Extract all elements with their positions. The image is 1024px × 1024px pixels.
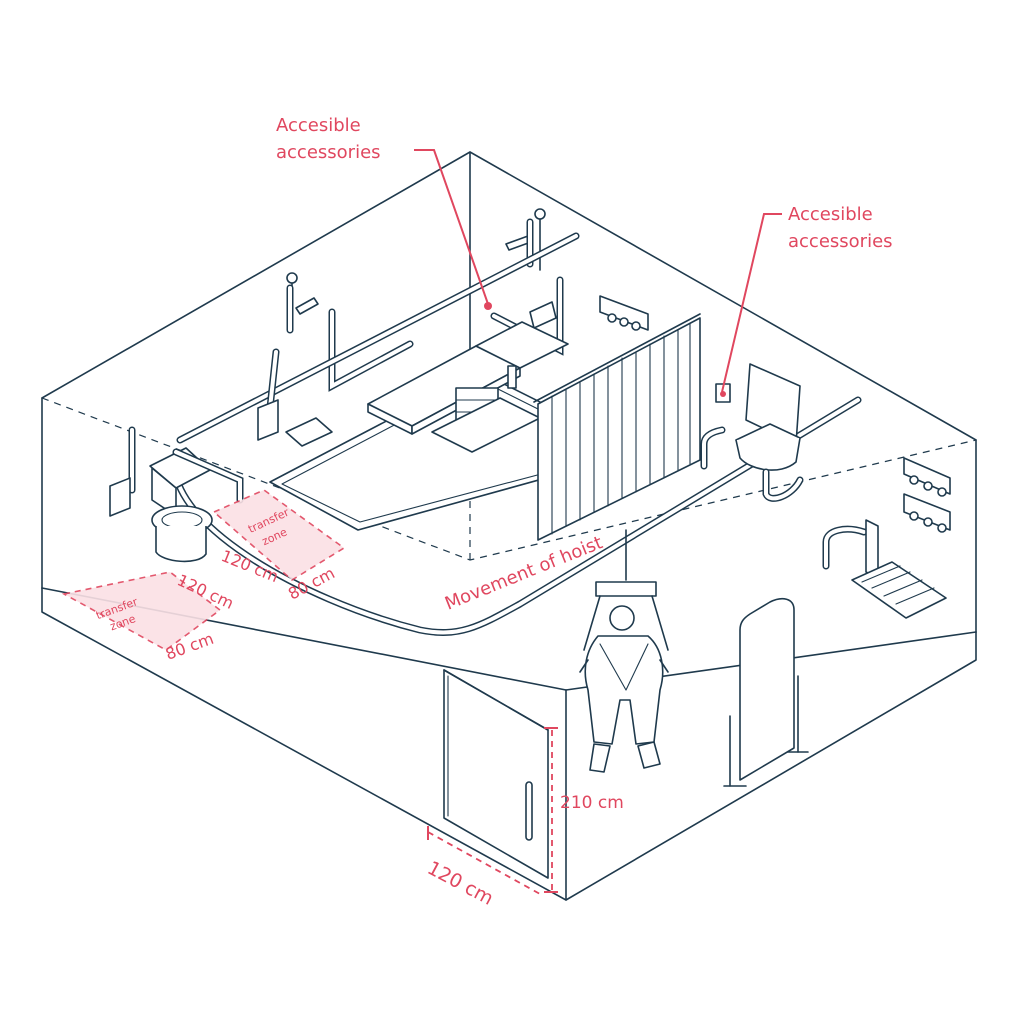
person-foot-right <box>637 741 661 769</box>
table-top-right <box>475 321 569 369</box>
accessories-2-line1: Accesible <box>788 204 873 225</box>
door-panel <box>443 669 549 879</box>
transfer-zone-left: transfer zone 120 cm 80 cm <box>61 570 237 664</box>
accessories-2-leader <box>721 213 782 393</box>
toilet <box>109 348 280 563</box>
shower-handset-left <box>295 297 319 315</box>
shower-head-right <box>534 208 546 220</box>
changing-table <box>367 321 569 453</box>
person-head <box>609 605 635 631</box>
accessories-1-line1: Accesible <box>276 115 361 136</box>
door-top <box>443 669 549 731</box>
hook-board-right-2 <box>903 493 951 531</box>
toilet-bowl <box>155 526 207 563</box>
shower-head-left <box>286 272 298 284</box>
standing-screen <box>723 597 809 787</box>
accessories-1-dot <box>484 302 492 310</box>
hoist-spreader-bar <box>595 581 657 597</box>
table-control <box>507 365 517 389</box>
screen-panel <box>739 597 795 781</box>
person-arms <box>579 659 669 673</box>
wall-hooks <box>599 295 951 533</box>
sink-area <box>700 363 804 502</box>
sling-straps <box>583 595 669 651</box>
hoist-sling <box>579 529 669 773</box>
door <box>443 669 549 879</box>
person-foot-left <box>589 743 611 773</box>
door-handle <box>525 781 533 841</box>
door-height-label: 210 cm <box>560 793 624 813</box>
curtain <box>533 313 701 541</box>
transfer-zone-mid-area <box>212 489 346 581</box>
soap-holder <box>529 301 557 329</box>
accessories-2-line2: accessories <box>788 231 893 252</box>
sling-net <box>599 643 649 691</box>
dispenser-dot <box>720 391 726 397</box>
curtain-panel <box>537 317 701 541</box>
curtain-rail <box>533 313 701 403</box>
shower-seat-left <box>285 417 333 447</box>
hook-board-right-1 <box>903 457 951 495</box>
person-body <box>584 635 664 745</box>
accessories-1-line2: accessories <box>276 142 381 163</box>
accessories-1-leader <box>414 149 489 305</box>
wall-plate-2 <box>257 399 279 441</box>
callout-accessories-2: Accesible accessories <box>721 204 893 393</box>
transfer-zone-left-area <box>61 571 222 651</box>
callout-accessories-1: Accesible accessories <box>276 115 492 310</box>
right-wall-seat <box>822 519 947 619</box>
wall-plate-1 <box>109 477 131 517</box>
